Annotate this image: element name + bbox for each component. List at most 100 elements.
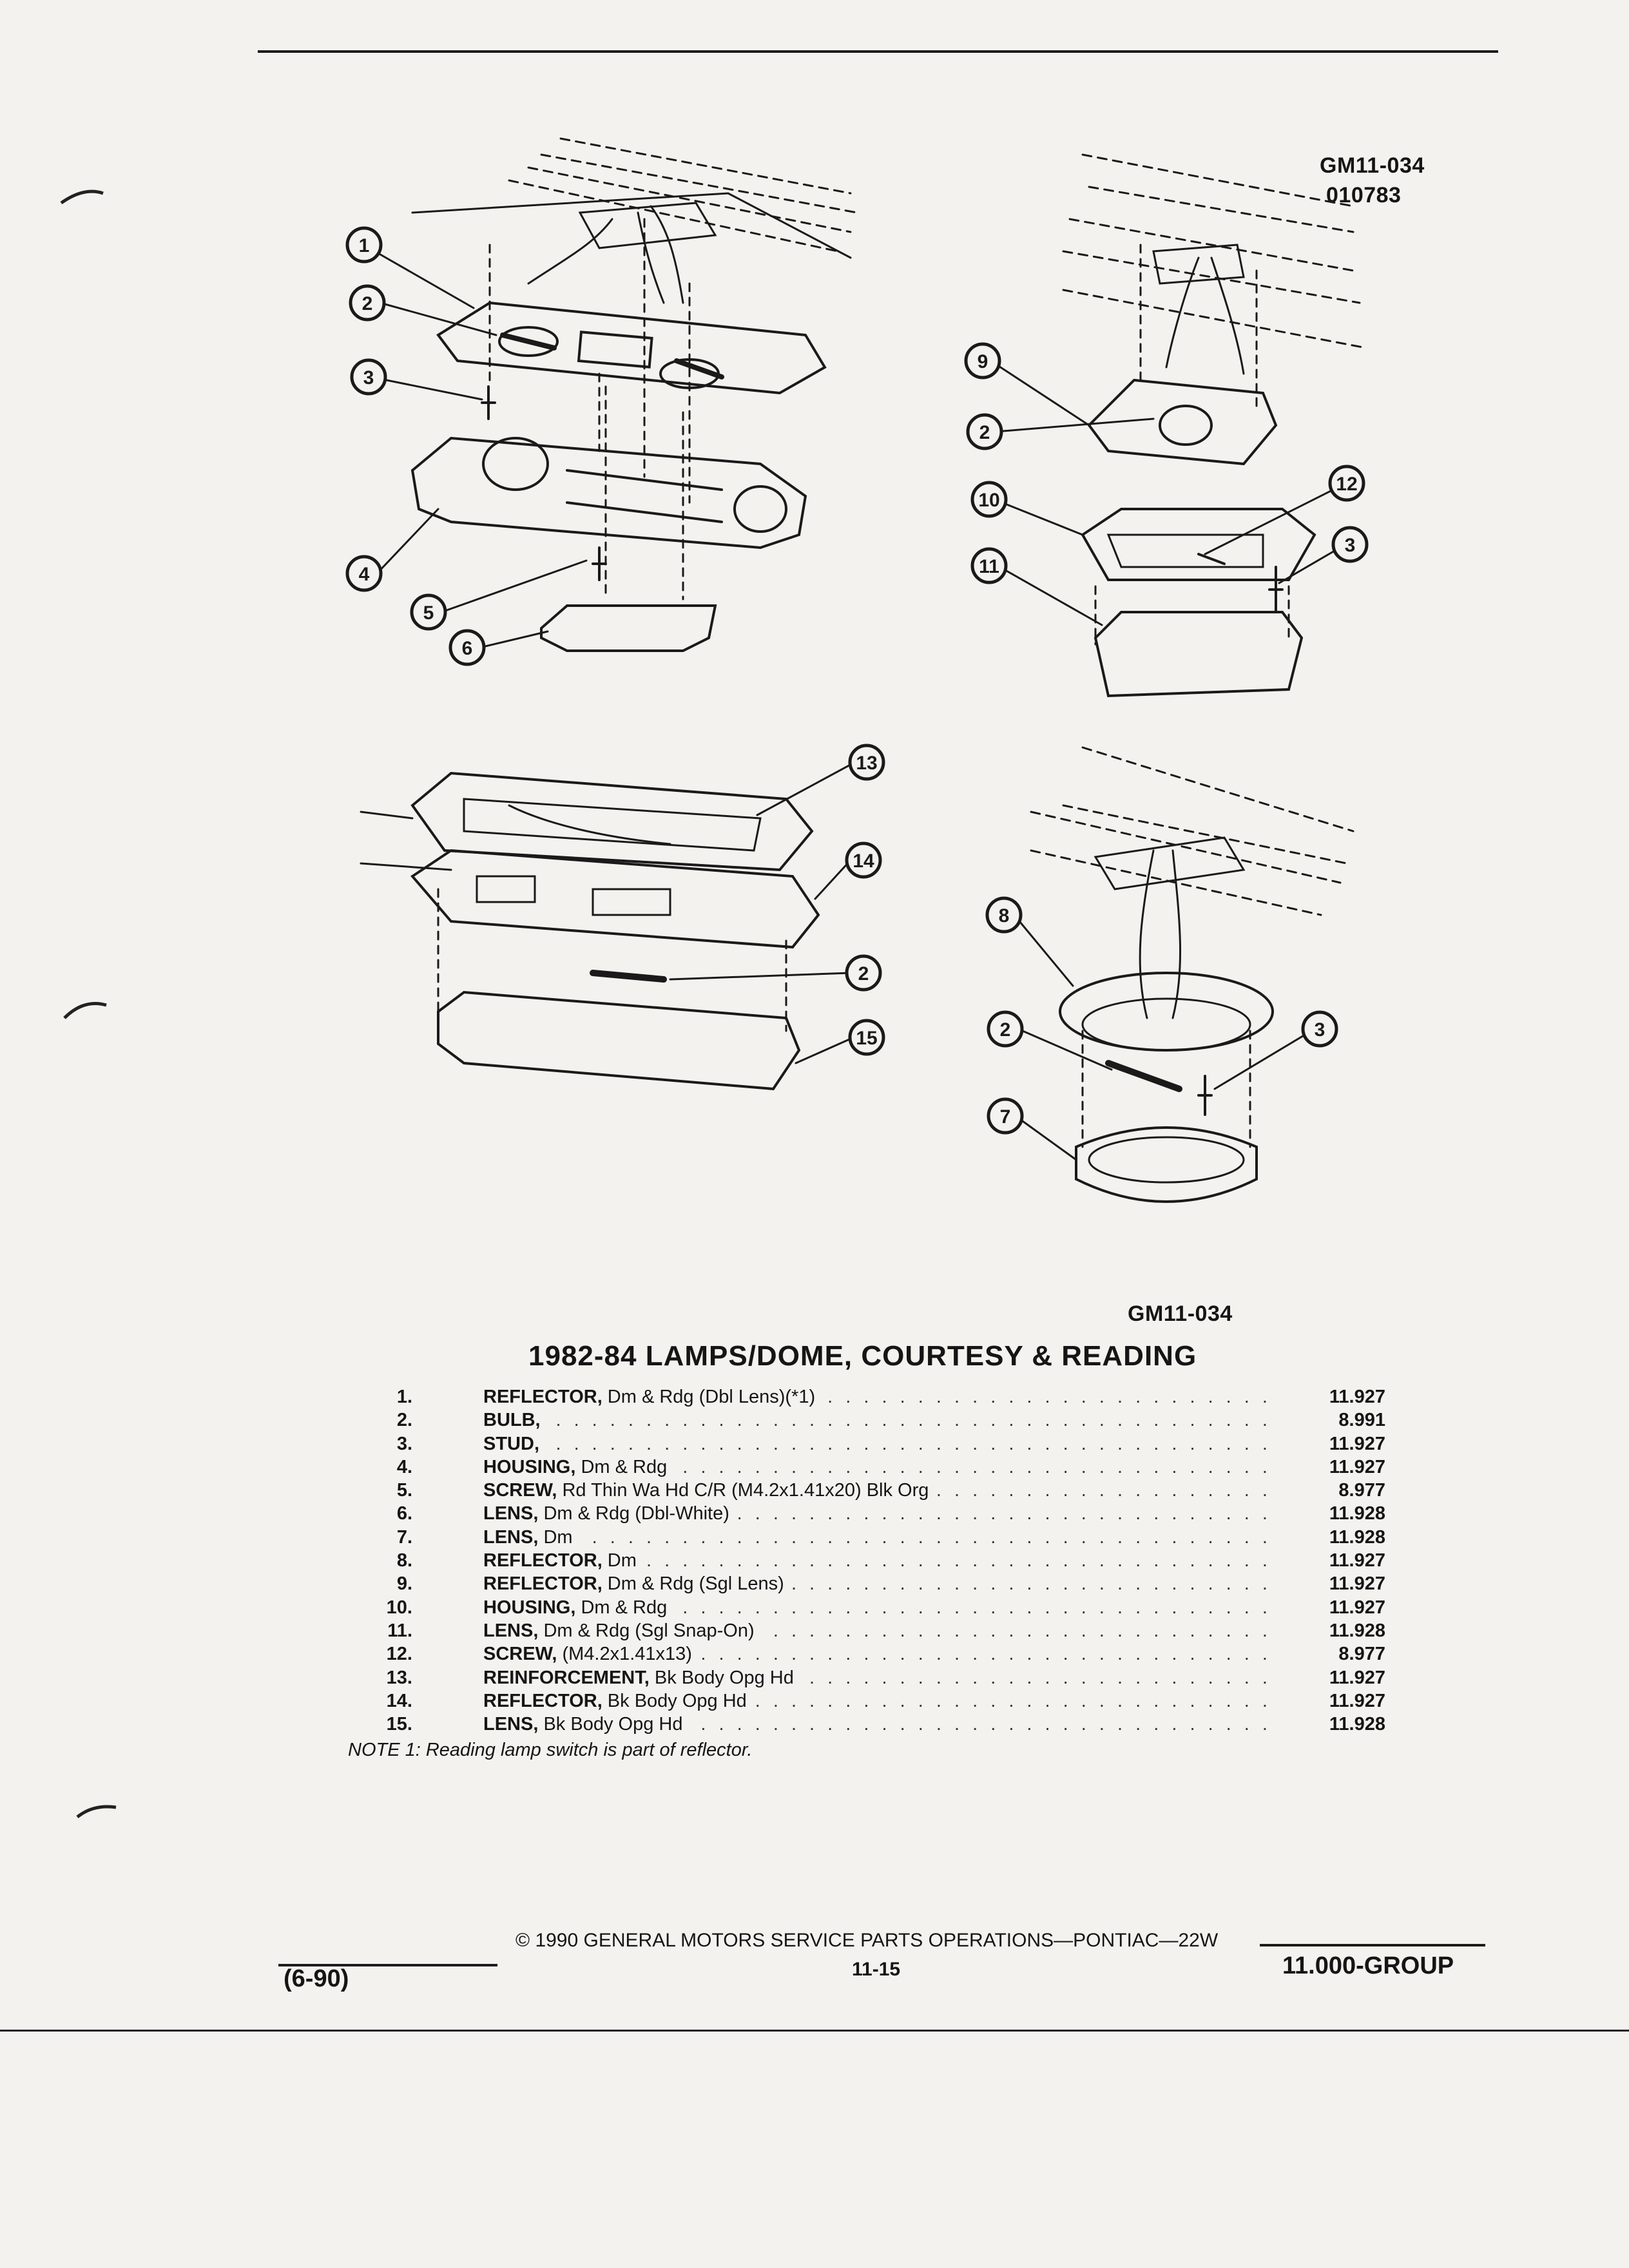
part-name: SCREW, — [483, 1644, 557, 1665]
part-group-number: 11.927 — [1329, 1597, 1385, 1618]
parts-row: 2.. . . . . . . . . . . . . . . . . . . … — [361, 1408, 1392, 1432]
part-name: LENS, — [483, 1714, 539, 1735]
parts-row: 3.. . . . . . . . . . . . . . . . . . . … — [361, 1432, 1392, 1456]
callout-7: 7 — [987, 1097, 1024, 1135]
part-group-number: 11.928 — [1329, 1620, 1385, 1641]
callout-15: 15 — [848, 1019, 885, 1056]
parts-row: 1. . . . . . . . . . . . . . . . . . . . … — [361, 1385, 1392, 1408]
part-detail: Dm & Rdg (Sgl Snap-On) — [538, 1620, 755, 1641]
svg-text:8: 8 — [999, 905, 1010, 927]
part-description: . . . . . . . . . . . . . . . . . . . . … — [483, 1690, 1269, 1711]
callout-12: 12 — [1328, 465, 1365, 502]
part-group-number: 8.977 — [1338, 1480, 1385, 1501]
part-detail: Dm — [602, 1550, 637, 1571]
part-detail: Dm & Rdg — [575, 1456, 668, 1477]
part-number: 8. — [396, 1550, 412, 1571]
part-number: 2. — [396, 1410, 412, 1431]
part-detail: Dm & Rdg (Sgl Lens) — [602, 1573, 784, 1595]
part-group-number: 11.927 — [1329, 1573, 1385, 1595]
part-detail: Dm & Rdg (Dbl Lens)(*1) — [602, 1387, 816, 1407]
svg-text:2: 2 — [858, 963, 869, 985]
part-description: . . . . . . . . . . . . . . . . . . . . … — [483, 1480, 1269, 1501]
svg-text:6: 6 — [462, 638, 473, 659]
svg-text:5: 5 — [423, 602, 434, 624]
part-group-number: 11.928 — [1329, 1503, 1385, 1524]
part-number: 1. — [396, 1387, 412, 1407]
figure-code-top: GM11-034 — [1320, 153, 1425, 178]
part-name: BULB, — [483, 1410, 541, 1431]
callout-2: 2 — [845, 954, 882, 992]
callout-9: 9 — [964, 342, 1001, 380]
footnote: NOTE 1: Reading lamp switch is part of r… — [348, 1740, 753, 1760]
part-description: . . . . . . . . . . . . . . . . . . . . … — [483, 1387, 1269, 1407]
part-description: . . . . . . . . . . . . . . . . . . . . … — [483, 1503, 1269, 1524]
part-group-number: 11.927 — [1329, 1433, 1385, 1454]
svg-text:7: 7 — [1000, 1106, 1011, 1128]
part-description: . . . . . . . . . . . . . . . . . . . . … — [483, 1456, 1269, 1477]
part-number: 4. — [396, 1456, 412, 1477]
part-name: STUD, — [483, 1433, 539, 1454]
footer-rule-left — [278, 1964, 497, 1966]
callout-5: 5 — [410, 593, 447, 631]
callout-2: 2 — [966, 413, 1003, 450]
svg-text:4: 4 — [359, 564, 370, 585]
footer-date: (6-90) — [284, 1965, 349, 1992]
callout-3: 3 — [350, 358, 387, 396]
figure-code-top-secondary: 010783 — [1326, 183, 1402, 207]
part-number: 12. — [386, 1644, 412, 1665]
part-description: . . . . . . . . . . . . . . . . . . . . … — [483, 1620, 1269, 1641]
parts-row: 15.. . . . . . . . . . . . . . . . . . .… — [361, 1713, 1392, 1736]
parts-row: 9.. . . . . . . . . . . . . . . . . . . … — [361, 1572, 1392, 1595]
svg-text:3: 3 — [1345, 535, 1356, 556]
callout-6: 6 — [448, 629, 486, 666]
part-detail: Rd Thin Wa Hd C/R (M4.2x1.41x20) Blk Org — [557, 1480, 929, 1501]
svg-text:3: 3 — [363, 367, 374, 389]
part-group-number: 11.927 — [1329, 1550, 1385, 1571]
back-body-opening-lamp-assembly — [360, 771, 820, 1091]
footer-copyright: © 1990 GENERAL MOTORS SERVICE PARTS OPER… — [516, 1930, 1219, 1951]
callout-8: 8 — [985, 896, 1023, 934]
svg-text:11: 11 — [979, 556, 999, 577]
parts-row: 4. . . . . . . . . . . . . . . . . . . . … — [361, 1456, 1392, 1479]
callout-4: 4 — [345, 555, 383, 592]
svg-text:14: 14 — [853, 850, 874, 872]
part-detail: (M4.2x1.41x13) — [557, 1644, 692, 1665]
scan-margin-marks — [60, 189, 117, 1818]
dome-reading-lamp-dbl-lens-assembly — [410, 137, 858, 652]
part-detail: Dm & Rdg (Dbl-White) — [538, 1503, 729, 1524]
part-number: 15. — [386, 1714, 412, 1735]
part-name: REFLECTOR, — [483, 1550, 602, 1571]
parts-row: 11. . . . . . . . . . . . . . . . . . . .… — [361, 1619, 1392, 1642]
footer-page-number: 11-15 — [852, 1959, 901, 1980]
part-detail: Dm & Rdg — [575, 1597, 668, 1618]
part-number: 3. — [396, 1433, 412, 1454]
part-name: LENS, — [483, 1620, 539, 1641]
part-name: HOUSING, — [483, 1456, 576, 1477]
part-number: 14. — [386, 1690, 412, 1711]
svg-text:3: 3 — [1315, 1019, 1325, 1041]
dome-reading-lamp-sgl-lens-assembly — [1062, 153, 1367, 698]
footer-rule-right — [1260, 1944, 1485, 1946]
part-number: 9. — [396, 1573, 412, 1595]
svg-text:9: 9 — [978, 351, 988, 372]
bottom-rule — [0, 2030, 1629, 2032]
part-name: REFLECTOR, — [483, 1690, 602, 1711]
part-number: 11. — [387, 1620, 412, 1641]
page-title: 1982-84 LAMPS/DOME, COURTESY & READING — [528, 1340, 1197, 1372]
parts-row: 5.. . . . . . . . . . . . . . . . . . . … — [361, 1479, 1392, 1502]
callout-2: 2 — [987, 1010, 1024, 1048]
dome-lamp-round-assembly — [1030, 746, 1354, 1203]
part-detail: Dm — [538, 1526, 573, 1548]
part-number: 13. — [386, 1667, 412, 1688]
part-description: . . . . . . . . . . . . . . . . . . . . … — [483, 1526, 1269, 1548]
part-group-number: 11.927 — [1329, 1456, 1385, 1477]
part-name: REFLECTOR, — [483, 1573, 602, 1595]
part-detail: Bk Body Opg Hd — [649, 1667, 794, 1688]
callout-11: 11 — [970, 547, 1008, 584]
part-name: LENS, — [483, 1503, 539, 1524]
callout-13: 13 — [848, 744, 885, 781]
part-detail: Bk Body Opg Hd — [602, 1690, 747, 1711]
part-number: 10. — [386, 1597, 412, 1618]
